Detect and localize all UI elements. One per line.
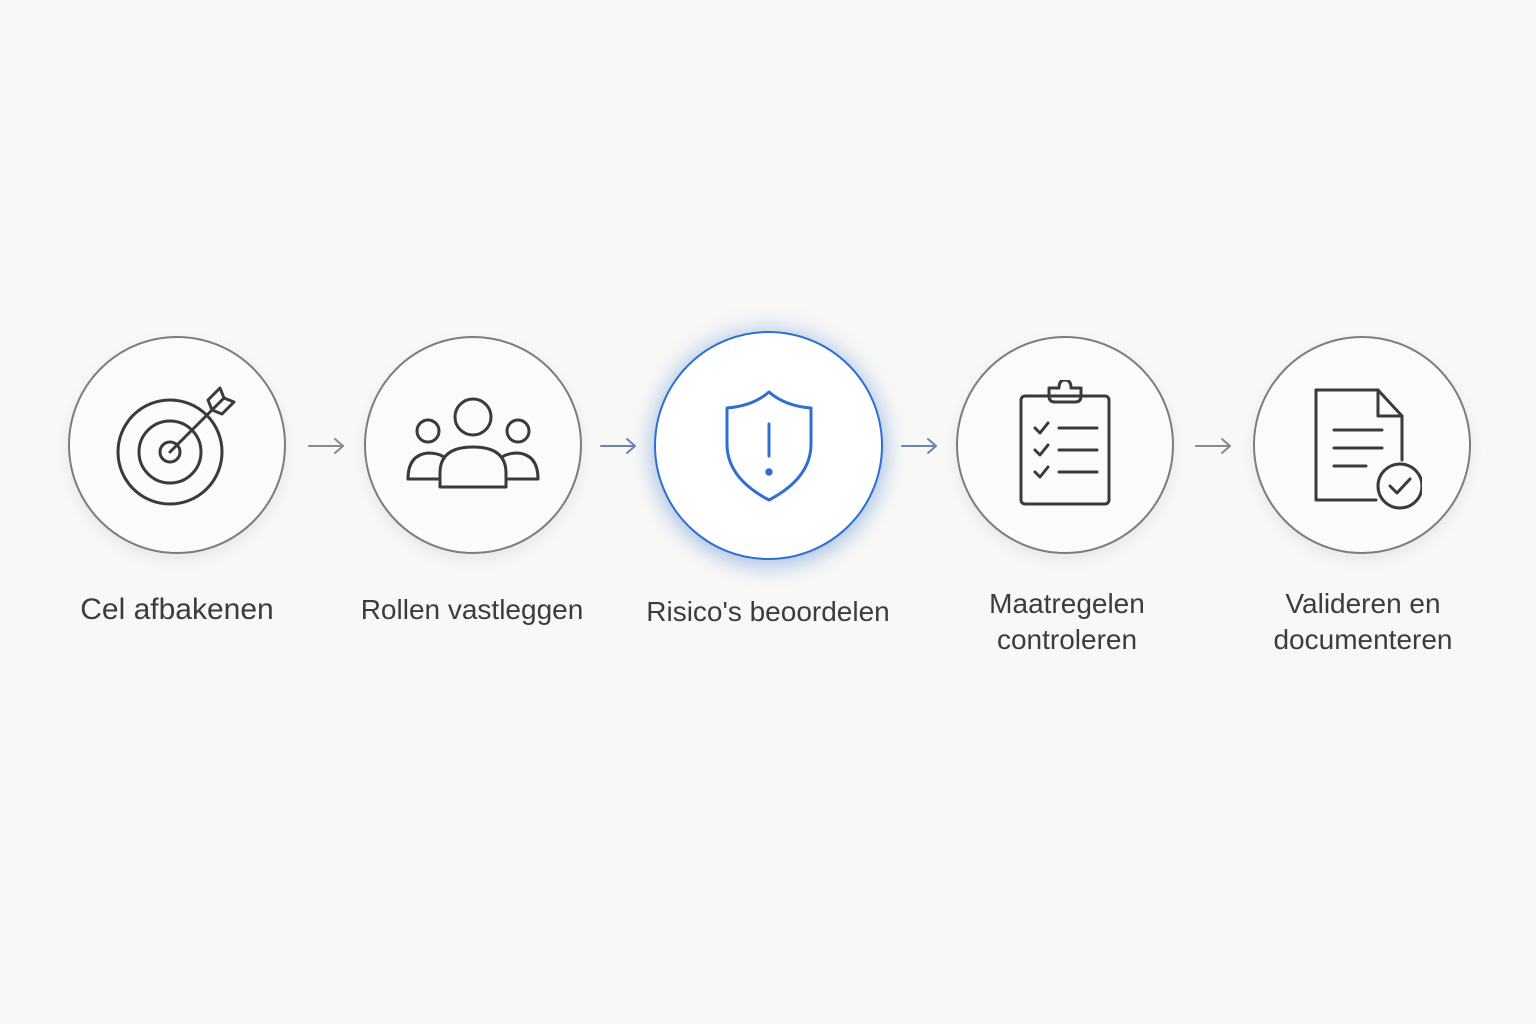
step-2-label: Rollen vastleggen (360, 594, 584, 625)
step-3-circle (654, 331, 883, 560)
arrow-right-icon (901, 438, 937, 454)
step-4-circle (956, 336, 1174, 554)
step-1-label: Cel afbakenen (80, 593, 274, 626)
arrow-right-icon (308, 438, 344, 454)
target-icon (116, 386, 236, 506)
step-1-circle (68, 336, 286, 554)
arrow-right-icon (600, 438, 636, 454)
clipboard-checklist-icon (1019, 380, 1111, 506)
shield-alert-icon (725, 390, 812, 501)
users-icon (406, 397, 540, 489)
step-5-circle (1253, 336, 1471, 554)
step-2-circle (364, 336, 582, 554)
step-3-label: Risico's beoordelen (646, 596, 890, 627)
step-5-label: Valideren en documenteren (1273, 588, 1453, 655)
document-check-icon (1314, 388, 1422, 510)
step-4-label: Maatregelen controleren (989, 588, 1145, 655)
arrow-right-icon (1195, 438, 1231, 454)
